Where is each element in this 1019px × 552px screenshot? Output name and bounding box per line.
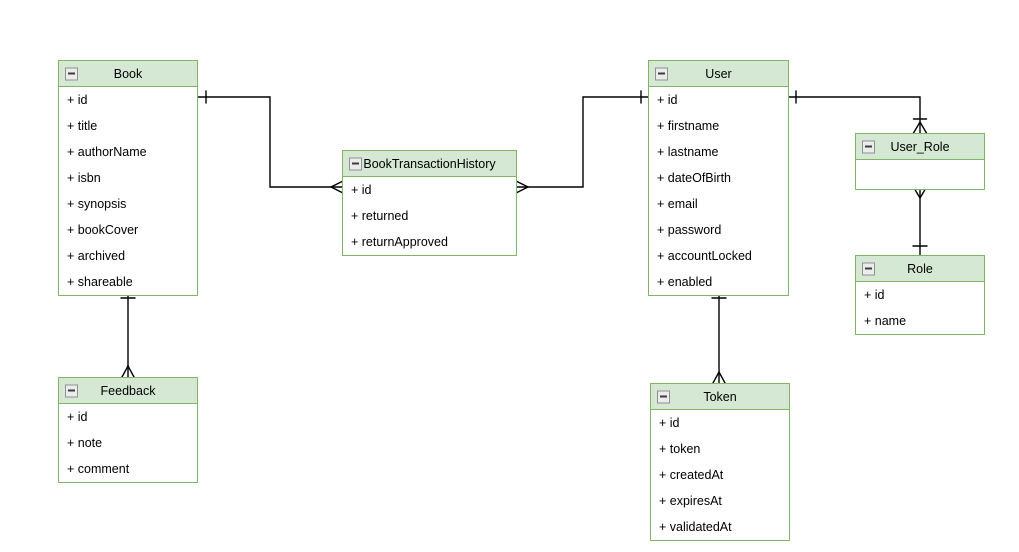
attribute-row[interactable]: + expiresAt (659, 494, 722, 508)
edge-line (197, 96, 343, 188)
attribute-row[interactable]: + enabled (657, 275, 713, 289)
attribute-row[interactable]: + id (67, 93, 88, 107)
entity-title: Token (703, 389, 737, 404)
minus-glyph (660, 395, 667, 398)
edge-book-booktransactionhistory[interactable] (197, 90, 343, 194)
crowsfoot-marker (330, 180, 343, 194)
entity-header: BookTransactionHistory (343, 151, 516, 177)
attribute-row[interactable]: + id (657, 93, 678, 107)
minus-glyph (865, 267, 872, 270)
entity-booktransactionhistory[interactable]: BookTransactionHistory + id + returned +… (342, 150, 517, 256)
attribute-row[interactable]: + email (657, 197, 698, 211)
entity-header: Role (856, 256, 984, 282)
crowsfoot-marker (712, 371, 726, 384)
crowsfoot-marker (121, 365, 135, 378)
collapse-icon[interactable] (65, 67, 78, 80)
entity-title: Feedback (100, 383, 156, 398)
empty-attribute-area[interactable] (856, 160, 984, 189)
collapse-icon[interactable] (349, 157, 362, 170)
attribute-row[interactable]: + id (864, 288, 885, 302)
collapse-icon[interactable] (862, 140, 875, 153)
minus-glyph (658, 72, 665, 75)
edge-book-feedback[interactable] (120, 291, 136, 378)
entity-title: Role (907, 261, 933, 276)
entity-header: Token (651, 384, 789, 410)
attribute-row[interactable]: + password (657, 223, 722, 237)
minus-glyph (68, 389, 75, 392)
attribute-row[interactable]: + archived (67, 249, 126, 263)
entity-title: User_Role (890, 139, 950, 154)
minus-glyph (352, 162, 359, 165)
collapse-icon[interactable] (657, 390, 670, 403)
entity-header: Book (59, 61, 197, 87)
collapse-icon[interactable] (862, 262, 875, 275)
edge-user-token[interactable] (711, 291, 727, 384)
crowsfoot-marker (912, 121, 928, 134)
attribute-row[interactable]: + returned (351, 209, 409, 223)
entity-token[interactable]: Token + id + token + createdAt + expires… (650, 383, 790, 541)
attribute-row[interactable]: + authorName (67, 145, 147, 159)
attribute-row[interactable]: + id (659, 416, 680, 430)
edge-line (788, 96, 921, 134)
attribute-row[interactable]: + id (67, 410, 88, 424)
edge-booktransactionhistory-user[interactable] (516, 90, 649, 194)
crowsfoot-marker (516, 180, 529, 194)
entity-title: User (705, 66, 732, 81)
edge-line (516, 96, 649, 188)
entity-header: User (649, 61, 788, 87)
attribute-row[interactable]: + bookCover (67, 223, 139, 237)
entity-role[interactable]: Role + id + name (855, 255, 985, 335)
attribute-row[interactable]: + validatedAt (659, 520, 732, 534)
attribute-row[interactable]: + title (67, 119, 98, 133)
attribute-row[interactable]: + firstname (657, 119, 720, 133)
attribute-row[interactable]: + isbn (67, 171, 101, 185)
attribute-row[interactable]: + shareable (67, 275, 133, 289)
attribute-row[interactable]: + comment (67, 462, 130, 476)
entity-header: User_Role (856, 134, 984, 160)
attribute-row[interactable]: + createdAt (659, 468, 724, 482)
edge-user-userrole[interactable] (788, 90, 928, 134)
attribute-row[interactable]: + note (67, 436, 103, 450)
collapse-icon[interactable] (65, 384, 78, 397)
attribute-row[interactable]: + token (659, 442, 701, 456)
entity-book[interactable]: Book + id + title + authorName + isbn + … (58, 60, 198, 296)
attribute-row[interactable]: + lastname (657, 145, 719, 159)
minus-glyph (68, 72, 75, 75)
attribute-row[interactable]: + name (864, 314, 907, 328)
attribute-row[interactable]: + returnApproved (351, 235, 448, 249)
entity-user-role[interactable]: User_Role (855, 133, 985, 190)
collapse-icon[interactable] (655, 67, 668, 80)
entity-title: Book (113, 66, 143, 81)
entity-title: BookTransactionHistory (363, 156, 496, 171)
attribute-row[interactable]: + id (351, 183, 372, 197)
minus-glyph (865, 145, 872, 148)
entity-user[interactable]: User + id + firstname + lastname + dateO… (648, 60, 789, 296)
attribute-row[interactable]: + accountLocked (657, 249, 752, 263)
entity-feedback[interactable]: Feedback + id + note + comment (58, 377, 198, 483)
edge-userrole-role[interactable] (912, 187, 928, 256)
entity-header: Feedback (59, 378, 197, 404)
attribute-row[interactable]: + dateOfBirth (657, 171, 731, 185)
attribute-row[interactable]: + synopsis (67, 197, 127, 211)
